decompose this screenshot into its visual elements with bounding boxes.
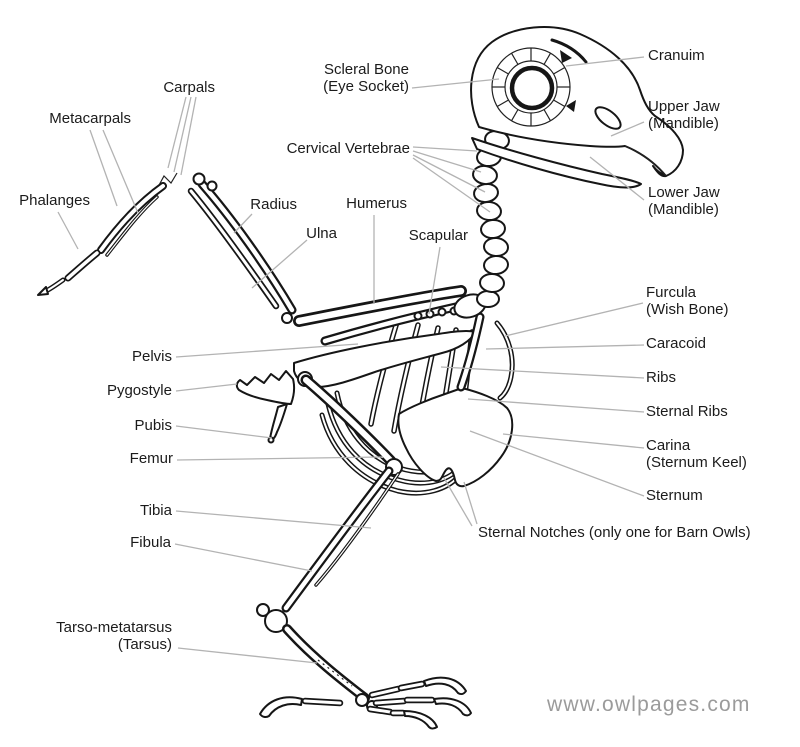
label-furcula: Furcula (Wish Bone): [646, 284, 729, 318]
leader-scleral-bone: [411, 78, 500, 89]
sternum-bone: [397, 387, 514, 488]
label-ulna: Ulna: [306, 225, 337, 242]
label-carina: Carina (Sternum Keel): [646, 437, 747, 471]
pubis-bone: [267, 403, 288, 444]
leader-cranuim: [565, 56, 645, 67]
label-metacarpals: Metacarpals: [49, 110, 131, 127]
leader-sternum: [469, 430, 645, 497]
label-sternal-ribs: Sternal Ribs: [646, 403, 728, 420]
leader-caracoid: [485, 344, 645, 350]
leader-cervical: [412, 146, 478, 152]
leader-carpals: [180, 96, 197, 176]
leader-radius: [233, 213, 253, 234]
furcula-bone: [494, 320, 515, 401]
label-tarso-metatarsus: Tarso-metatarsus (Tarsus): [56, 619, 172, 653]
label-carpals: Carpals: [163, 79, 215, 96]
scapula-bone: [320, 301, 465, 346]
skull: [470, 26, 684, 189]
talon: [433, 697, 472, 717]
leader-tarso-metatarsus: [177, 647, 318, 664]
wing-bones: [37, 172, 467, 327]
leader-metacarpals: [89, 129, 118, 207]
leader-carina: [502, 433, 645, 449]
label-lower-jaw: Lower Jaw (Mandible): [648, 184, 720, 218]
leader-lower-jaw: [589, 156, 645, 201]
label-upper-jaw: Upper Jaw (Mandible): [648, 98, 720, 132]
talon: [259, 696, 303, 719]
eye-opening: [509, 65, 555, 111]
leader-metacarpals: [102, 129, 139, 214]
leader-carpals: [173, 96, 192, 173]
lower-jaw-bone: [471, 137, 642, 189]
talon: [423, 676, 467, 696]
leader-fibula: [174, 543, 313, 572]
leg-bones: [256, 371, 403, 703]
leader-ribs: [440, 366, 645, 379]
label-pubis: Pubis: [134, 417, 172, 434]
label-pygostyle: Pygostyle: [106, 382, 172, 399]
leader-pubis: [175, 425, 273, 439]
leader-cervical: [412, 154, 486, 193]
label-tibia: Tibia: [140, 502, 172, 519]
talon: [403, 710, 438, 730]
label-sternal-notches: Sternal Notches (only one for Barn Owls): [478, 524, 751, 541]
leader-pygostyle: [175, 383, 238, 392]
coracoid-bone: [456, 312, 485, 392]
leader-furcula: [504, 302, 644, 337]
leader-upper-jaw: [610, 121, 645, 137]
pygostyle-bone: [235, 370, 296, 405]
leader-pelvis: [175, 343, 359, 358]
label-cervical-vertebrae: Cervical Vertebrae: [286, 140, 410, 157]
leader-carpals: [167, 96, 187, 169]
label-scapular: Scapular: [408, 227, 468, 244]
label-caracoid: Caracoid: [646, 335, 707, 352]
leader-phalanges: [57, 211, 79, 250]
label-humerus: Humerus: [346, 195, 407, 212]
label-femur: Femur: [129, 450, 173, 467]
elbow-joint: [281, 312, 293, 324]
nostril-opening: [594, 106, 622, 130]
ankle-bump: [256, 603, 270, 617]
leader-cervical: [412, 157, 491, 213]
label-phalanges: Phalanges: [19, 192, 90, 209]
label-cranuim: Cranuim: [648, 47, 705, 64]
leader-scapular: [428, 246, 441, 315]
leader-femur: [176, 456, 384, 461]
leader-sternal-notches: [463, 481, 478, 525]
leader-lines: [57, 56, 645, 664]
watermark-owlpages: www.owlpages.com: [547, 693, 751, 716]
carpal-bone: [206, 180, 218, 192]
ankle-joint: [264, 609, 288, 633]
leader-tibia: [175, 510, 372, 529]
scleral-ring: [491, 47, 571, 127]
label-fibula: Fibula: [130, 534, 171, 551]
leader-ulna: [251, 239, 308, 289]
leader-sternal-ribs: [467, 398, 645, 413]
carpal-bone: [192, 172, 206, 186]
label-sternum: Sternum: [646, 487, 703, 504]
label-pelvis: Pelvis: [131, 348, 172, 365]
leader-cervical: [412, 150, 482, 173]
label-ribs: Ribs: [646, 369, 677, 386]
leader-sternal-notches: [443, 477, 473, 527]
label-radius: Radius: [250, 196, 297, 213]
foot-bones: [259, 676, 472, 730]
label-scleral-bone: Scleral Bone (Eye Socket): [323, 61, 409, 95]
